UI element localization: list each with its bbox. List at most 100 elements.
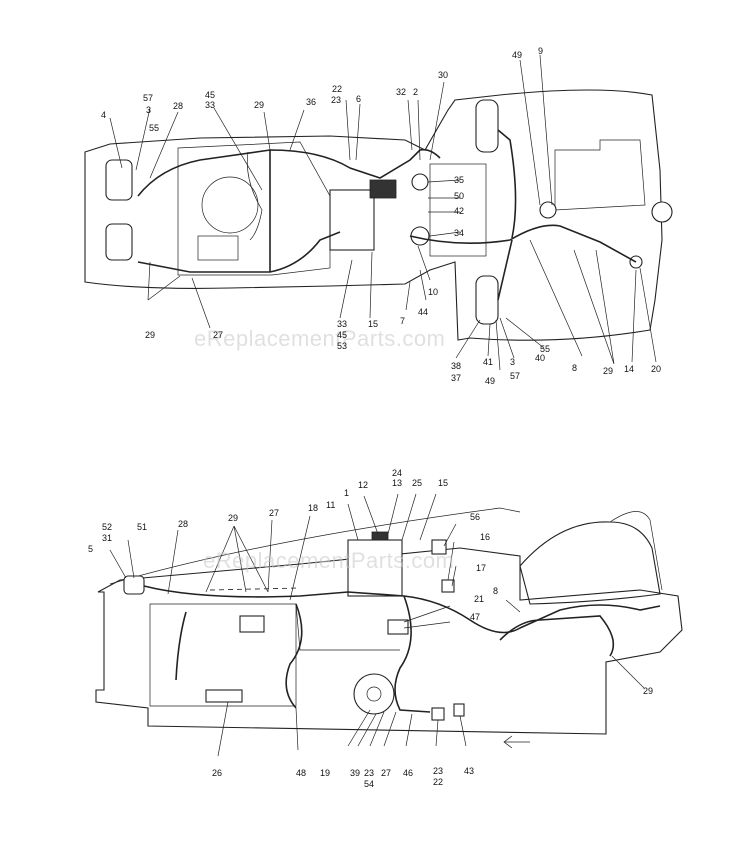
seat-outline bbox=[519, 521, 661, 605]
top-view-callout: 27 bbox=[213, 330, 223, 340]
top-view-callout: 14 bbox=[624, 364, 634, 374]
relay-block bbox=[369, 179, 397, 199]
side-view-callout: 15 bbox=[438, 478, 448, 488]
top-view-callout: 2 bbox=[413, 87, 418, 97]
battery-block bbox=[329, 189, 375, 251]
harness-loop bbox=[246, 151, 263, 241]
top-view-callout: 9 bbox=[538, 46, 543, 56]
top-view-callout: 45 bbox=[205, 90, 215, 100]
watermark-bottom: eReplacementParts.com bbox=[203, 548, 454, 573]
top-view-callout: 20 bbox=[651, 364, 661, 374]
side-view-callout: 47 bbox=[470, 612, 480, 622]
top-leader-lines bbox=[109, 54, 657, 371]
top-view-callout: 3 bbox=[146, 105, 151, 115]
side-hood-top bbox=[109, 507, 521, 585]
seat-switch bbox=[539, 201, 557, 219]
side-view-callout: 19 bbox=[320, 768, 330, 778]
side-view-callout: 43 bbox=[464, 766, 474, 776]
rear-deck-panel bbox=[429, 163, 487, 257]
top-view-callout: 35 bbox=[454, 175, 464, 185]
top-view-callout: 8 bbox=[572, 363, 577, 373]
top-view-callout: 36 bbox=[306, 97, 316, 107]
engine-flywheel bbox=[201, 176, 259, 234]
top-view-callout: 29 bbox=[254, 100, 264, 110]
frame-outline bbox=[84, 89, 663, 341]
side-body-outline bbox=[95, 547, 683, 735]
side-module-21 bbox=[387, 619, 409, 635]
engine-block bbox=[197, 235, 239, 261]
top-view-callout: 3 bbox=[510, 357, 515, 367]
side-view-callout: 17 bbox=[476, 563, 486, 573]
side-view-callout: 46 bbox=[403, 768, 413, 778]
side-view-callout: 1 bbox=[344, 488, 349, 498]
side-starter-hub bbox=[366, 686, 382, 702]
top-view-callout: 53 bbox=[337, 341, 347, 351]
top-view-callout: 55 bbox=[540, 344, 550, 354]
solenoid-35 bbox=[411, 173, 429, 191]
side-view-callout: 13 bbox=[392, 478, 402, 488]
seat-back bbox=[609, 511, 663, 591]
side-view-callout: 31 bbox=[102, 533, 112, 543]
side-view-callout: 27 bbox=[381, 768, 391, 778]
harness-rear-upper bbox=[497, 129, 517, 239]
solenoid-34 bbox=[410, 226, 430, 246]
headlight-left-top bbox=[105, 159, 133, 201]
top-view-callout: 22 bbox=[332, 84, 342, 94]
top-view-callout: 55 bbox=[149, 123, 159, 133]
side-view-callout: 56 bbox=[470, 512, 480, 522]
side-view-callout: 8 bbox=[493, 586, 498, 596]
side-battery-cap bbox=[371, 531, 389, 541]
side-view-callout: 23 bbox=[364, 768, 374, 778]
side-view-callout: 28 bbox=[178, 519, 188, 529]
side-view-callout: 5 bbox=[88, 544, 93, 554]
hour-meter bbox=[651, 201, 673, 223]
side-view-callout: 12 bbox=[358, 480, 368, 490]
side-coil bbox=[239, 615, 265, 633]
side-harness-down bbox=[394, 595, 431, 713]
top-view-callout: 45 bbox=[337, 330, 347, 340]
harness-rear bbox=[409, 224, 637, 263]
top-view-callout: 37 bbox=[451, 373, 461, 383]
side-view-callout: 11 bbox=[326, 500, 335, 510]
side-view-callout: 51 bbox=[137, 522, 147, 532]
side-harness-dashed bbox=[209, 587, 301, 591]
top-view-callout: 49 bbox=[485, 376, 495, 386]
top-view-callout: 49 bbox=[512, 50, 522, 60]
side-firewall bbox=[295, 603, 400, 651]
side-view-callout: 23 bbox=[433, 766, 443, 776]
top-view bbox=[84, 54, 673, 371]
top-view-callout: 44 bbox=[418, 307, 428, 317]
side-battery bbox=[347, 539, 403, 597]
side-view-callout: 21 bbox=[474, 594, 484, 604]
rear-light-upper bbox=[475, 99, 499, 153]
watermark-top: eReplacementParts.com bbox=[194, 326, 445, 351]
top-view-callout: 33 bbox=[337, 319, 347, 329]
top-view-callout: 10 bbox=[428, 287, 438, 297]
side-view-callout: 29 bbox=[228, 513, 238, 523]
top-view-callout: 34 bbox=[454, 228, 464, 238]
top-view-callout: 7 bbox=[400, 316, 405, 326]
side-view-callout: 26 bbox=[212, 768, 222, 778]
side-harness-loop bbox=[285, 603, 303, 709]
top-view-callout: 15 bbox=[368, 319, 378, 329]
side-view-callout: 24 bbox=[392, 468, 402, 478]
top-view-callout: 29 bbox=[145, 330, 155, 340]
headlight-left-bottom bbox=[105, 223, 133, 261]
top-view-callout: 6 bbox=[356, 94, 361, 104]
side-harness-seat bbox=[499, 615, 615, 657]
side-ground-arrow bbox=[503, 735, 530, 749]
side-view-callout: 39 bbox=[350, 768, 360, 778]
top-view-callout: 29 bbox=[603, 366, 613, 376]
side-view-callout: 16 bbox=[480, 532, 490, 542]
engine-deck bbox=[177, 141, 331, 276]
top-view-callout: 4 bbox=[101, 110, 106, 120]
side-starter bbox=[353, 673, 395, 715]
side-view-callout: 27 bbox=[269, 508, 279, 518]
harness-rear-lower bbox=[497, 239, 513, 301]
side-view-callout: 29 bbox=[643, 686, 653, 696]
seat-plate bbox=[554, 139, 646, 211]
side-view-callout: 52 bbox=[102, 522, 112, 532]
side-headlight bbox=[123, 575, 145, 595]
side-harness-front bbox=[175, 611, 187, 681]
